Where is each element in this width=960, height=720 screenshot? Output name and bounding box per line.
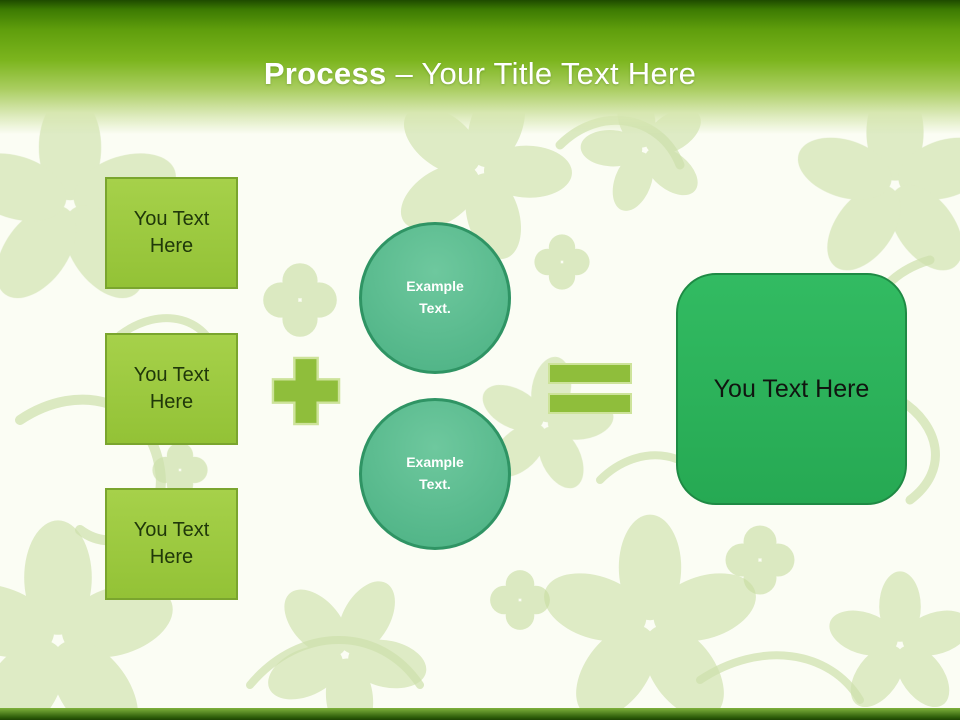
text-box-3: You Text Here xyxy=(105,488,238,600)
example-circle-1: Example Text. xyxy=(359,222,511,374)
equals-bar-top xyxy=(548,363,632,384)
circle-2-line1: Example xyxy=(406,454,464,471)
result-box: You Text Here xyxy=(676,273,907,505)
plus-icon xyxy=(271,356,341,426)
text-box-1-label: You Text Here xyxy=(133,208,210,257)
text-box-3-label: You Text Here xyxy=(133,519,210,568)
text-box-2-label: You Text Here xyxy=(133,364,210,413)
example-circle-2: Example Text. xyxy=(359,398,511,550)
title-bold-text: Process xyxy=(263,56,396,91)
footer-bar xyxy=(0,708,960,720)
slide-title: Process – Your Title Text Here xyxy=(0,56,960,92)
text-box-2: You Text Here xyxy=(105,333,238,445)
circle-1-line1: Example xyxy=(406,278,464,295)
equals-bar-bottom xyxy=(548,393,632,414)
circle-1-line2: Text. xyxy=(419,300,451,316)
title-regular-text: – Your Title Text Here xyxy=(395,56,697,91)
result-box-label: You Text Here xyxy=(713,374,870,403)
header-bar: Process – Your Title Text Here xyxy=(0,0,960,134)
text-box-1: You Text Here xyxy=(105,177,238,289)
equals-icon xyxy=(548,363,632,414)
circle-2-line2: Text. xyxy=(419,476,451,492)
